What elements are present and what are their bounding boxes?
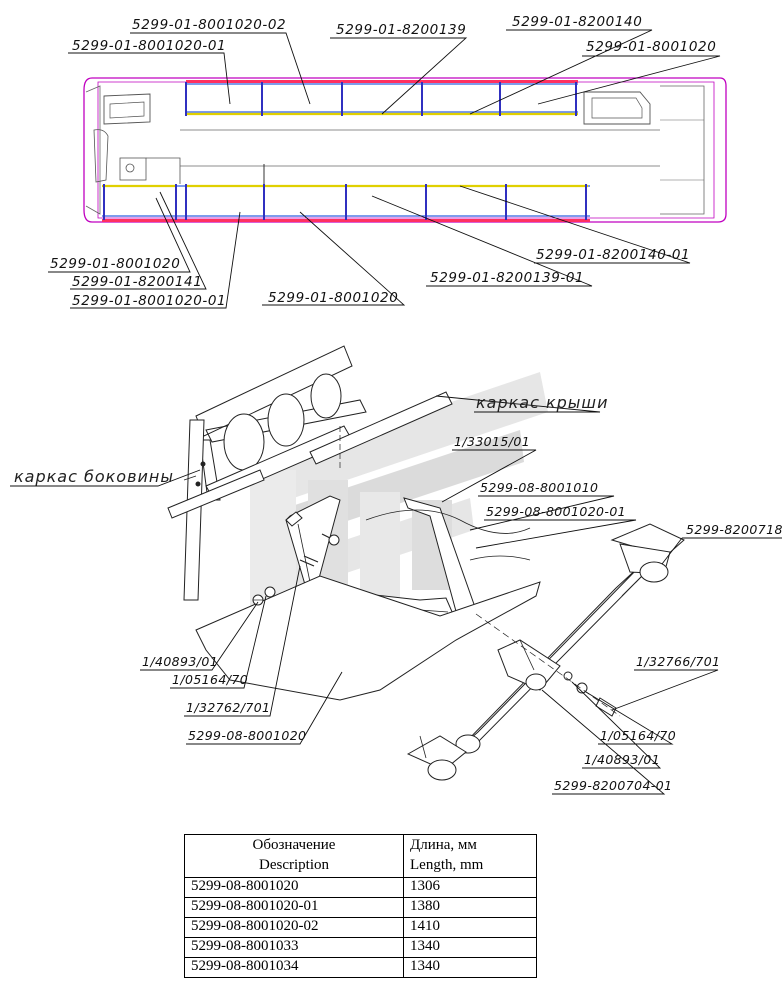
designation-cell: 5299-08-8001020-02 xyxy=(184,917,404,938)
callout-label: 5299-01-8001020-01 xyxy=(72,38,226,54)
callout-label: 5299-01-8001020-02 xyxy=(132,17,286,33)
callout-label: 5299-01-8200139-01 xyxy=(430,270,584,286)
assembly-leaders xyxy=(10,395,782,795)
technical-drawing: 5299-01-8001020-02 5299-01-8200139 5299-… xyxy=(10,14,782,795)
designation-header-ru: Обозначение xyxy=(252,837,336,853)
top-callout-labels: 5299-01-8001020-02 5299-01-8200139 5299-… xyxy=(72,14,716,55)
designation-cell: 5299-08-8001020 xyxy=(184,877,404,898)
length-cell: 1380 xyxy=(403,897,537,918)
part-label: 5299-8200718 xyxy=(686,522,782,537)
part-label: 5299-08-8001020-01 xyxy=(486,504,626,519)
callout-label: 5299-01-8200141 xyxy=(72,274,202,290)
callout-label: 5299-01-8200139 xyxy=(336,22,466,38)
length-cell: 1306 xyxy=(403,877,537,898)
bus-top-view xyxy=(83,77,727,223)
roof-frame-label: каркас крыши xyxy=(476,393,608,412)
callout-label: 5299-01-8001020-01 xyxy=(72,293,226,309)
table-row: 5299-08-8001020-01 1380 xyxy=(184,897,537,918)
table-row: 5299-08-8001034 1340 xyxy=(184,957,537,978)
top-callouts xyxy=(68,29,721,115)
length-header-en: Length, mm xyxy=(410,857,484,873)
designation-header-en: Description xyxy=(259,857,329,873)
designation-cell: 5299-08-8001020-01 xyxy=(184,897,404,918)
table-header-row: Обозначение Description Длина, мм Length… xyxy=(184,834,537,878)
part-label: 1/40893/01 xyxy=(142,654,218,669)
part-label: 1/05164/70 xyxy=(600,728,676,743)
assembly-labels: каркас крыши каркас боковины 1/33015/01 … xyxy=(14,393,782,793)
length-header-ru: Длина, мм xyxy=(410,837,477,853)
designation-header: Обозначение Description xyxy=(184,834,404,878)
designation-cell: 5299-08-8001033 xyxy=(184,937,404,958)
part-label: 1/32766/701 xyxy=(636,654,720,669)
callout-label: 5299-01-8001020 xyxy=(586,39,716,55)
part-label: 5299-08-8001020 xyxy=(188,728,306,743)
part-label: 1/05164/70 xyxy=(172,672,248,687)
assembly-view xyxy=(167,345,685,781)
part-label: 1/33015/01 xyxy=(454,434,530,449)
length-cell: 1410 xyxy=(403,917,537,938)
table-row: 5299-08-8001020 1306 xyxy=(184,877,537,898)
length-cell: 1340 xyxy=(403,957,537,978)
part-label: 5299-08-8001010 xyxy=(480,480,598,495)
part-label: 5299-8200704-01 xyxy=(554,778,672,793)
table-row: 5299-08-8001033 1340 xyxy=(184,937,537,958)
length-header: Длина, мм Length, mm xyxy=(403,834,537,878)
table-row: 5299-08-8001020-02 1410 xyxy=(184,917,537,938)
length-cell: 1340 xyxy=(403,937,537,958)
callout-label: 5299-01-8200140-01 xyxy=(536,247,690,263)
part-label: 1/40893/01 xyxy=(584,752,660,767)
callout-label: 5299-01-8001020 xyxy=(50,256,180,272)
callout-label: 5299-01-8001020 xyxy=(268,290,398,306)
bottom-callouts xyxy=(48,185,691,309)
part-label: 1/32762/701 xyxy=(186,700,270,715)
callout-label: 5299-01-8200140 xyxy=(512,14,642,30)
side-frame-label: каркас боковины xyxy=(14,467,174,486)
designation-cell: 5299-08-8001034 xyxy=(184,957,404,978)
bottom-callout-labels: 5299-01-8001020 5299-01-8200141 5299-01-… xyxy=(50,247,690,309)
length-table: Обозначение Description Длина, мм Length… xyxy=(184,834,537,978)
